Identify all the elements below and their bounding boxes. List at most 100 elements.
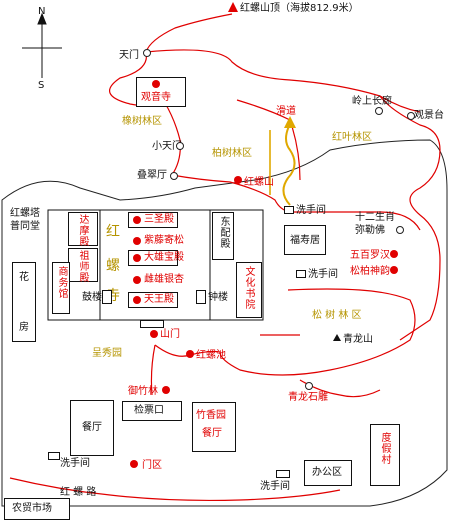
fushouju-box	[284, 225, 326, 255]
marker-songbai	[390, 266, 398, 274]
shanmen-box	[140, 320, 164, 328]
region-hongye: 红叶林区	[332, 132, 372, 143]
marker-guanjingtai	[407, 112, 415, 120]
marker-tianmen	[143, 49, 151, 57]
dujiacun-box	[370, 424, 400, 486]
marker-tianwangdian	[133, 296, 141, 304]
label-qinglongshan: 青龙山	[343, 334, 373, 345]
label-menqu: 门区	[142, 460, 162, 471]
label-hua: 花	[19, 272, 29, 283]
slide-path	[282, 123, 296, 206]
shuyuan-box	[236, 262, 262, 318]
label-fang: 房	[19, 322, 29, 333]
region-songshu: 松 树 林 区	[312, 310, 362, 321]
compass-south: S	[38, 80, 45, 91]
restroom-icon-4	[276, 470, 290, 478]
marker-xiaotianmen	[176, 142, 184, 150]
label-nongmaoshichang: 农贸市场	[12, 503, 52, 514]
marker-hongluoshan	[234, 176, 242, 184]
label-tianwangdian: 天王殿	[144, 294, 174, 305]
marker-guanyinsi	[152, 80, 160, 88]
label-hongluoshan: 红螺山	[244, 177, 274, 188]
huafang-box	[12, 262, 36, 342]
label-daxiongbaodian: 大雄宝殿	[144, 252, 184, 263]
compass-north: N	[38, 6, 46, 17]
label-damodian: 达摩殿	[77, 214, 88, 247]
label-zitengjisong: 紫藤寄松	[144, 235, 184, 246]
label-shengxiao: 十二生肖	[355, 212, 395, 223]
guanyinsi-box	[136, 77, 186, 107]
label-zhuxiangyuan: 竹香园	[196, 410, 226, 421]
label-fushouju: 福寿居	[290, 235, 320, 246]
label-tianmen: 天门	[119, 50, 139, 61]
slide-arrow	[284, 116, 296, 128]
marker-zitengjisong	[133, 237, 141, 245]
restroom-icon-2	[296, 270, 306, 278]
dongpeidian-box	[212, 212, 234, 260]
shangwuguan-box	[52, 262, 70, 314]
marker-daxiongbaodian	[133, 254, 141, 262]
label-xishoujian-1: 洗手间	[296, 205, 326, 216]
label-bangongqu: 办公区	[312, 467, 342, 478]
marker-cixiongyinxing	[133, 276, 141, 284]
label-zhuxiangyuan-canting: 餐厅	[202, 428, 222, 439]
qinglongshan-icon	[333, 334, 341, 341]
restroom-icon-1	[284, 206, 294, 214]
label-cixiongyinxing: 雌雄银杏	[144, 274, 184, 285]
zhuxiangyuan-box	[192, 402, 236, 452]
label-dujiacun: 度假村	[379, 432, 390, 465]
label-lingshang: 岭上长廊	[352, 96, 392, 107]
label-road: 红 螺 路	[60, 487, 97, 498]
peak-icon	[228, 2, 238, 12]
label-guanjingtai: 观景台	[414, 110, 444, 121]
label-hongluochi: 红螺池	[196, 350, 226, 361]
label-temple-2: 螺	[106, 258, 120, 274]
marker-sanshengdian	[133, 216, 141, 224]
marker-menqu	[130, 460, 138, 468]
jianpiaokou-box	[122, 401, 182, 421]
label-peak: 红螺山顶（海拔812.9米）	[240, 3, 359, 14]
label-xishoujian-3: 洗手间	[60, 458, 90, 469]
region-baishu: 柏树林区	[212, 148, 252, 159]
region-xiangshu: 橡树林区	[122, 116, 162, 127]
label-shuyuan: 文化书院	[243, 266, 254, 310]
restroom-icon-3	[48, 452, 60, 460]
label-shangwuguan: 商务馆	[56, 266, 67, 299]
label-zushidian: 祖师殿	[77, 250, 88, 283]
marker-diecuiting	[170, 172, 178, 180]
damodian-box	[68, 212, 98, 246]
label-gulou: 鼓楼	[82, 292, 102, 303]
marker-qinglongshidiao	[305, 382, 313, 390]
label-xishoujian-4: 洗手间	[260, 481, 290, 492]
label-qinglongshidiao: 青龙石雕	[288, 392, 328, 403]
label-putongtang: 普同堂	[10, 221, 40, 232]
region-chengxiu: 呈秀园	[92, 348, 122, 359]
park-boundary	[1, 139, 448, 507]
label-shanmen: 山门	[160, 329, 180, 340]
daxiongbaodian-box	[128, 250, 178, 266]
label-xiaotianmen: 小天门	[152, 141, 182, 152]
marker-lingshang	[375, 107, 383, 115]
zushidian-box	[68, 248, 98, 282]
bangongqu-box	[304, 460, 352, 486]
marker-wubailuohan	[390, 250, 398, 258]
label-songbai: 松柏神韵	[350, 266, 390, 277]
label-huadao: 滑道	[276, 106, 296, 117]
label-hongluota: 红螺塔	[10, 208, 40, 219]
zhonglou-box	[196, 290, 206, 304]
label-canting: 餐厅	[82, 422, 102, 433]
marker-hongluochi	[186, 350, 194, 358]
compass-rose	[22, 12, 62, 78]
marker-shanmen	[150, 330, 158, 338]
marker-milefo	[396, 226, 404, 234]
sanshengdian-box	[128, 212, 178, 228]
label-zhonglou: 钟楼	[208, 292, 228, 303]
marker-yuzhulin	[162, 386, 170, 394]
label-dongpeidian: 东配殿	[218, 216, 229, 249]
label-diecuiting: 叠翠厅	[137, 170, 167, 181]
label-temple-1: 红	[106, 224, 120, 240]
label-milefo: 弥勒佛	[355, 225, 385, 236]
road-network	[9, 13, 441, 502]
label-xishoujian-2: 洗手间	[308, 269, 338, 280]
label-guanyinsi: 观音寺	[141, 92, 171, 103]
